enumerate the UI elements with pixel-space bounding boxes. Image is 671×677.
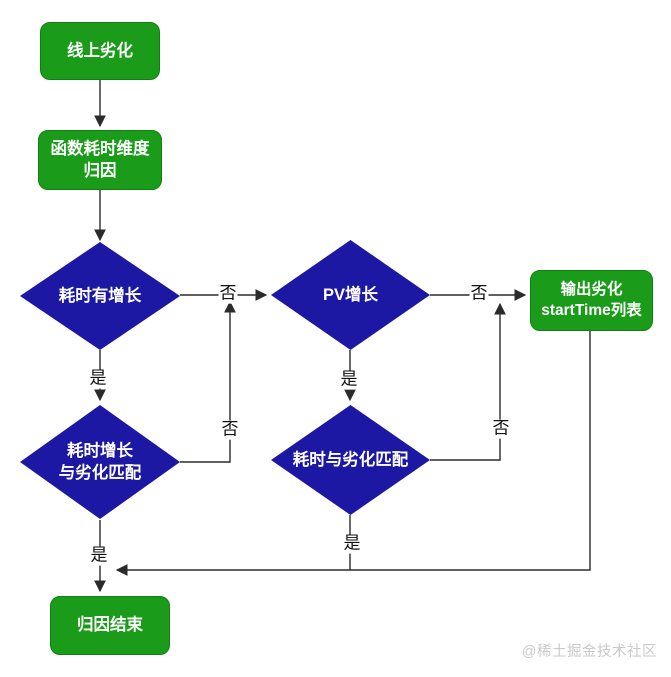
edge-label-yes-3: 是: [89, 545, 109, 566]
edge-label-no-4: 否: [491, 418, 511, 439]
node-output-degradation-starttime-list: 输出劣化 startTime列表: [530, 270, 653, 331]
edge-label-yes-2: 是: [339, 369, 359, 390]
watermark: @稀土掘金技术社区: [521, 644, 657, 660]
edge-label-yes-1: 是: [88, 368, 108, 389]
edge-cost-match-no-up: [180, 300, 236, 463]
edge-degrade-match-no-up: [430, 302, 506, 461]
node-function-cost-attribution: 函数耗时维度 归因: [38, 130, 162, 190]
node-attribution-end: 归因结束: [50, 596, 170, 655]
edge-label-no-3: 否: [469, 283, 489, 304]
edge-label-no-1: 否: [218, 283, 238, 304]
edge-label-yes-4: 是: [342, 533, 362, 554]
edge-output-to-end-junction: [115, 331, 591, 576]
node-online-degradation: 线上劣化: [40, 22, 160, 80]
edge-label-no-2: 否: [220, 419, 240, 440]
